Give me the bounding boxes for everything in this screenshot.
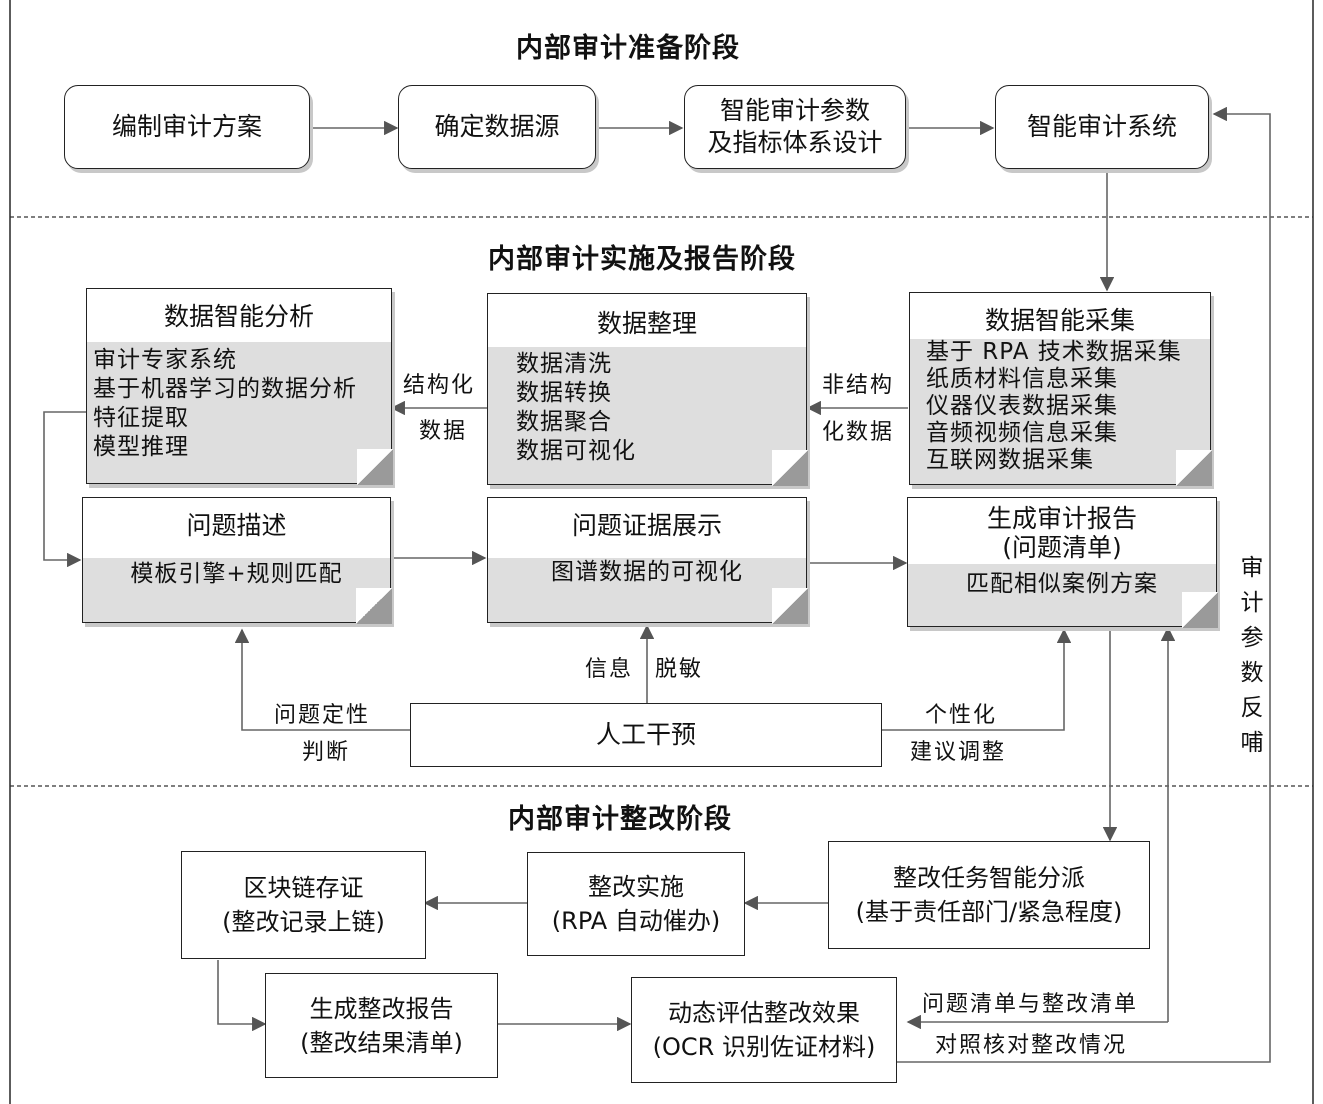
analysis-doc: 数据智能分析 审计专家系统 基于机器学习的数据分析 特征提取 模型推理: [86, 288, 393, 485]
label-compare-2: 对照核对整改情况: [935, 1033, 1128, 1058]
label-unstructured-2: 化数据: [822, 420, 895, 445]
param-box: 智能审计参数 及指标体系设计: [684, 85, 906, 169]
label-qualitative-2: 判断: [302, 740, 351, 765]
analysis-item: 模型推理: [93, 434, 189, 460]
problem-title: 问题描述: [186, 511, 287, 540]
arrange-title: 数据整理: [596, 309, 697, 338]
collect-title: 数据智能采集: [984, 306, 1135, 335]
label-desensitize: 脱敏: [655, 657, 704, 682]
report-body: 匹配相似案例方案: [966, 571, 1158, 597]
evidence-title: 问题证据展示: [571, 511, 722, 540]
collect-doc: 数据智能采集 基于 RPA 技术数据采集 纸质材料信息采集 仪器仪表数据采集 音…: [909, 292, 1212, 486]
report-band: [908, 564, 1216, 626]
report-title-line2: (问题清单): [1002, 533, 1122, 562]
label-personalized-1: 个性化: [925, 703, 998, 728]
analysis-item: 基于机器学习的数据分析: [93, 376, 357, 402]
page-fold: [357, 449, 393, 485]
label-info: 信息: [585, 657, 634, 682]
report-doc: 生成审计报告 (问题清单) 匹配相似案例方案: [907, 497, 1218, 628]
rreport-line1: 生成整改报告: [309, 994, 454, 1023]
arrange-list: 数据清洗 数据转换 数据聚合 数据可视化: [516, 350, 636, 466]
analysis-list: 审计专家系统 基于机器学习的数据分析 特征提取 模型推理: [93, 346, 357, 462]
page-fold: [1176, 450, 1212, 486]
page-fold: [356, 588, 392, 624]
page-fold: [772, 588, 808, 624]
rreport-line2: (整改结果清单): [300, 1028, 463, 1057]
problem-band: [83, 558, 390, 622]
source-box: 确定数据源: [398, 85, 596, 169]
eval-box: 动态评估整改效果 (OCR 识别佐证材料): [631, 977, 897, 1083]
collect-item: 互联网数据采集: [926, 447, 1094, 473]
phase-title-impl: 内部审计实施及报告阶段: [488, 244, 796, 275]
label-unstructured-1: 非结构: [822, 373, 895, 398]
label-qualitative-1: 问题定性: [274, 703, 371, 728]
page-fold: [1182, 592, 1218, 628]
label-structured-2: 数据: [419, 419, 468, 444]
evidence-body: 图谱数据的可视化: [551, 559, 743, 585]
eval-line1: 动态评估整改效果: [668, 999, 860, 1027]
param-line1: 智能审计参数: [719, 96, 870, 125]
rreport-box: 生成整改报告 (整改结果清单): [265, 973, 498, 1078]
collect-band: [910, 339, 1210, 484]
evidence-doc: 问题证据展示 图谱数据的可视化: [487, 497, 808, 624]
analysis-band: [87, 342, 391, 483]
problem-body: 模板引擎+规则匹配: [130, 561, 343, 587]
dispatch-box: 整改任务智能分派 (基于责任部门/紧急程度): [828, 841, 1150, 949]
problem-doc: 问题描述 模板引擎+规则匹配: [82, 497, 392, 624]
phase-title-prep: 内部审计准备阶段: [516, 33, 740, 64]
manual-label: 人工干预: [595, 720, 696, 749]
implement-line1: 整改实施: [588, 873, 684, 901]
dispatch-line1: 整改任务智能分派: [893, 864, 1085, 892]
param-line2: 及指标体系设计: [707, 128, 883, 157]
plan-box: 编制审计方案: [64, 85, 310, 169]
collect-item: 纸质材料信息采集: [926, 366, 1118, 392]
analysis-title: 数据智能分析: [163, 302, 314, 331]
source-label: 确定数据源: [434, 112, 560, 141]
eval-line2: (OCR 识别佐证材料): [652, 1033, 876, 1061]
plan-label: 编制审计方案: [111, 112, 262, 141]
arrange-item: 数据聚合: [516, 409, 612, 435]
system-label: 智能审计系统: [1026, 112, 1177, 141]
arrange-doc: 数据整理 数据清洗 数据转换 数据聚合 数据可视化: [487, 293, 808, 486]
page-fold: [772, 450, 808, 486]
chain-line2: (整改记录上链): [222, 908, 385, 936]
system-box: 智能审计系统: [995, 85, 1209, 169]
label-feedback-vertical: 审计参数反哺: [1240, 555, 1264, 756]
collect-list: 基于 RPA 技术数据采集 纸质材料信息采集 仪器仪表数据采集 音频视频信息采集…: [926, 339, 1182, 474]
report-title: 生成审计报告 (问题清单): [908, 504, 1216, 562]
collect-item: 基于 RPA 技术数据采集: [926, 339, 1182, 365]
dispatch-line2: (基于责任部门/紧急程度): [855, 898, 1123, 926]
label-personalized-2: 建议调整: [910, 740, 1007, 765]
label-compare-1: 问题清单与整改清单: [922, 992, 1139, 1017]
arrange-item: 数据转换: [516, 380, 612, 406]
phase-title-rect: 内部审计整改阶段: [508, 804, 732, 835]
analysis-item: 特征提取: [93, 405, 189, 431]
analysis-item: 审计专家系统: [93, 347, 237, 373]
arrange-item: 数据清洗: [516, 351, 612, 377]
arrange-band: [488, 347, 806, 484]
implement-line2: (RPA 自动催办): [551, 907, 721, 935]
implement-box: 整改实施 (RPA 自动催办): [527, 852, 745, 956]
collect-item: 仪器仪表数据采集: [926, 393, 1118, 419]
report-title-line1: 生成审计报告: [986, 504, 1137, 533]
arrange-item: 数据可视化: [516, 438, 636, 464]
manual-box: 人工干预: [410, 703, 882, 767]
chain-box: 区块链存证 (整改记录上链): [181, 851, 426, 959]
evidence-band: [488, 558, 806, 622]
chain-line1: 区块链存证: [243, 874, 364, 902]
collect-item: 音频视频信息采集: [926, 420, 1118, 446]
label-structured-1: 结构化: [403, 373, 476, 398]
